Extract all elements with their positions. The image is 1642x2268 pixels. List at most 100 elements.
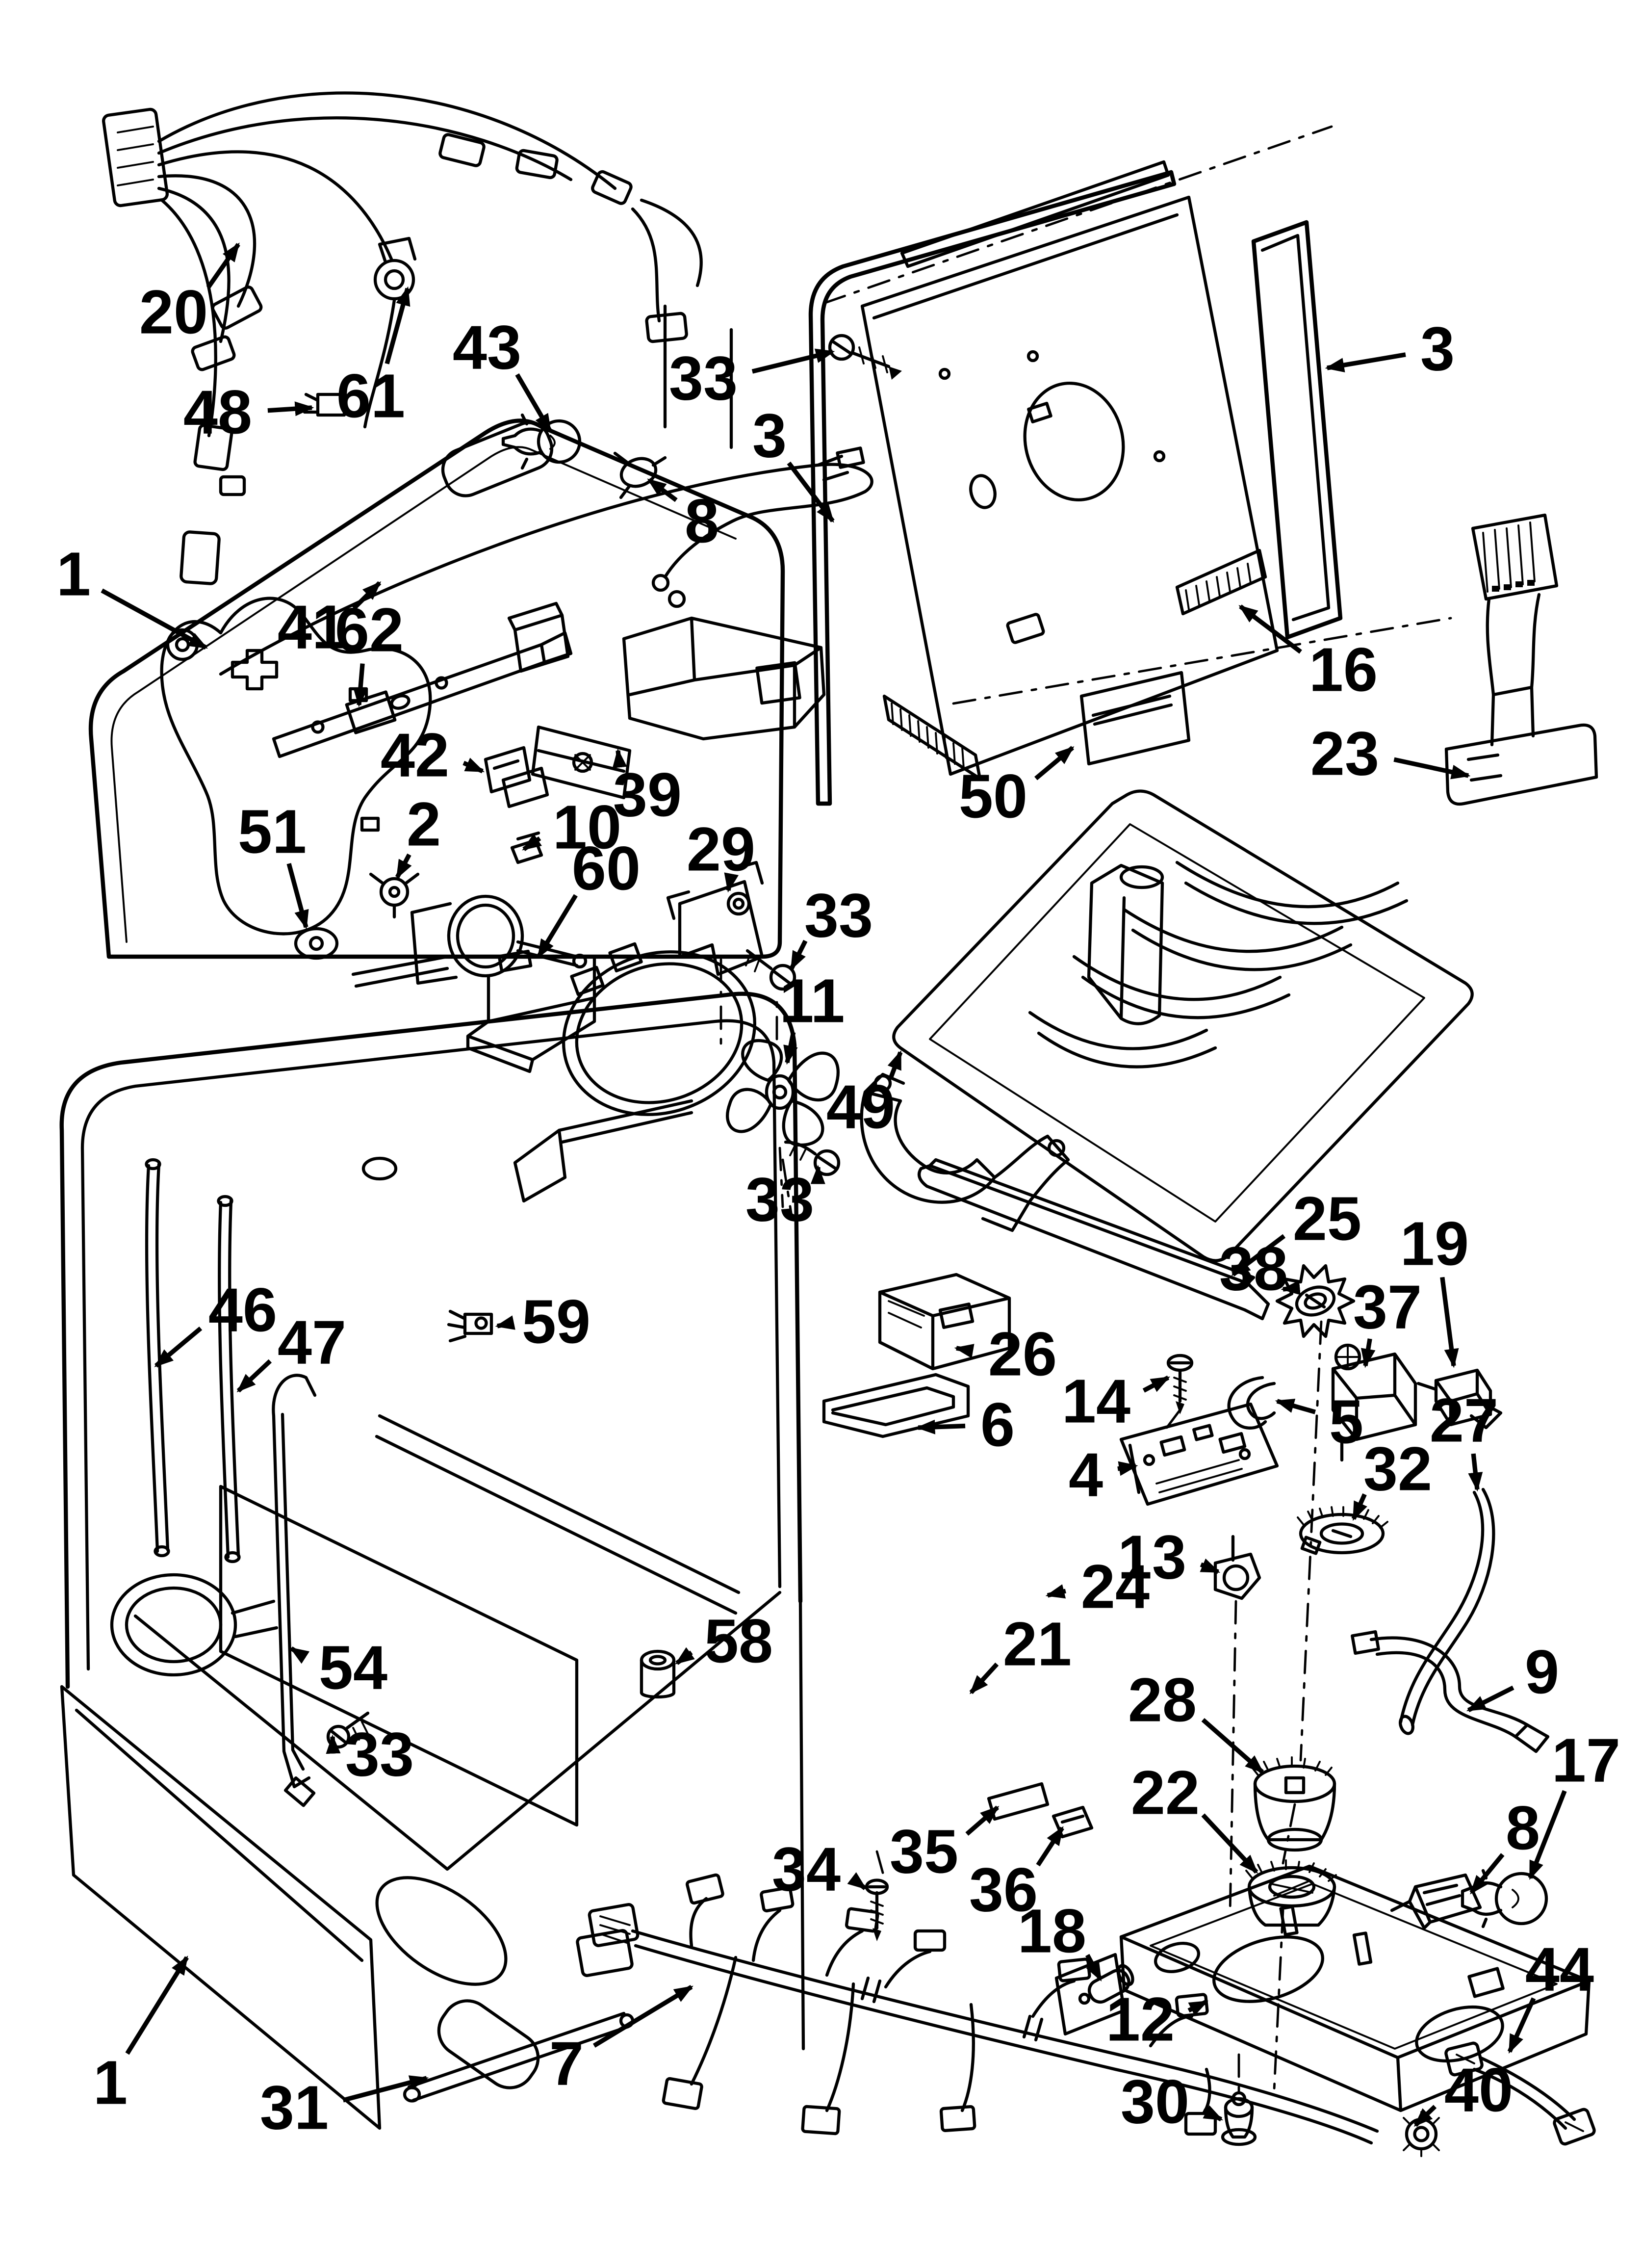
callout-58: 58 [675,1607,773,1676]
callout-29: 29 [687,815,755,893]
leader-arrow-24 [1045,1584,1066,1599]
part-number-61: 61 [336,362,405,431]
callout-54: 54 [289,1633,387,1702]
callout-18: 18 [1018,1897,1103,1981]
part-number-60: 60 [572,834,641,903]
part-number-35: 35 [890,1817,958,1886]
leader-arrow-42 [462,757,485,774]
leader-arrow-40 [1413,2105,1437,2127]
part-number-34: 34 [772,1835,841,1904]
callout-51: 51 [238,797,309,930]
heater-wire-41 [219,446,873,676]
leader-arrow-59 [495,1315,515,1330]
leader-arrow-3-left [787,461,835,523]
part-number-49: 49 [826,1072,895,1142]
cover-plate-35 [987,1782,1050,1821]
part-number-33-heater: 33 [345,1720,414,1789]
bulb-socket-8-top [613,451,667,499]
leader-arrow-25 [1231,1234,1286,1277]
leader-arrow-1-bottom [125,1955,189,2055]
callout-42: 42 [381,721,485,790]
thermostat-19 [1416,1368,1503,1430]
refrigerator-liner-lower [59,991,805,2130]
part-number-8-bulb: 8 [1506,1794,1540,1863]
leader-arrow-39 [612,748,627,768]
screw-33-fan [784,1140,841,1176]
part-number-29: 29 [687,815,755,884]
leader-arrow-60 [537,894,578,959]
leader-arrow-12 [1187,1999,1209,2016]
callout-61: 61 [336,286,410,431]
control-board-4 [1119,1402,1279,1506]
part-number-51: 51 [238,797,307,866]
fan-bracket-wishbone [860,1072,1070,1232]
part-number-42: 42 [381,721,449,790]
timer-gear-38 [1275,1264,1356,1338]
leader-arrow-1-liner [101,588,208,650]
callout-7: 7 [549,1985,693,2098]
grommet-40 [1403,2111,1440,2157]
leader-arrow-54 [289,1646,310,1664]
callout-36: 36 [969,1826,1064,1925]
part-number-19: 19 [1400,1209,1469,1278]
part-number-18: 18 [1018,1897,1086,1966]
callout-33-top: 33 [669,344,835,413]
drain-pan-49 [892,789,1474,1262]
part-number-58: 58 [704,1607,773,1676]
leader-arrow-26 [954,1344,975,1358]
leader-arrow-19 [1440,1277,1459,1368]
callout-1-bottom: 1 [93,1955,189,2117]
callout-32: 32 [1351,1434,1432,1521]
leader-arrow-33-mid [789,939,808,971]
leader-arrow-5 [1275,1399,1316,1414]
cover-plate-39 [531,725,632,800]
evaporator-fins-16 [1175,548,1267,616]
part-number-10: 10 [553,793,621,862]
leader-arrow-8-top [647,478,678,502]
leader-arrow-21 [969,1662,999,1694]
leader-arrow-41 [352,581,382,610]
callout-47: 47 [236,1308,346,1393]
leader-arrow-48 [267,401,314,417]
callout-16: 16 [1238,604,1378,704]
panel-side-trim-3 [1251,220,1343,640]
callout-4: 4 [1069,1440,1138,1510]
leader-arrow-37 [1360,1338,1376,1368]
callout-9: 9 [1466,1638,1559,1713]
leader-arrow-13 [1200,1558,1221,1574]
leader-arrow-28 [1201,1718,1264,1774]
part-number-25: 25 [1293,1184,1361,1253]
part-number-23: 23 [1310,719,1379,788]
cup-28 [1251,1756,1336,1852]
leader-arrow-4 [1117,1461,1138,1476]
callout-31: 31 [260,2073,429,2142]
callout-26: 26 [954,1320,1057,1389]
clip-42 [484,746,549,808]
callout-59: 59 [495,1287,590,1356]
leader-arrow-61 [385,286,410,365]
access-cover-50 [1079,671,1191,766]
leader-arrow-9 [1466,1685,1514,1713]
part-number-33-fan: 33 [745,1165,814,1234]
callout-14: 14 [1062,1367,1170,1436]
mounting-bar-62 [272,601,573,758]
part-number-39: 39 [613,760,682,830]
evaporator-fan-motor-assembly [351,831,596,1073]
callout-23: 23 [1310,719,1471,788]
air-duct [622,616,826,741]
callout-28: 28 [1128,1666,1264,1774]
orifice-plate-29 [666,860,764,976]
callout-33-mid: 33 [789,881,873,971]
leader-arrow-2 [395,853,412,879]
part-number-14: 14 [1062,1367,1130,1436]
drain-tube-47 [110,1195,279,1677]
callout-2: 2 [395,790,441,879]
part-number-20: 20 [139,278,208,347]
part-number-40: 40 [1444,2056,1513,2125]
alignment-lines [781,1158,1323,2097]
leader-arrow-62 [353,663,368,707]
part-number-1-liner: 1 [56,540,91,609]
part-number-38: 38 [1219,1234,1288,1303]
